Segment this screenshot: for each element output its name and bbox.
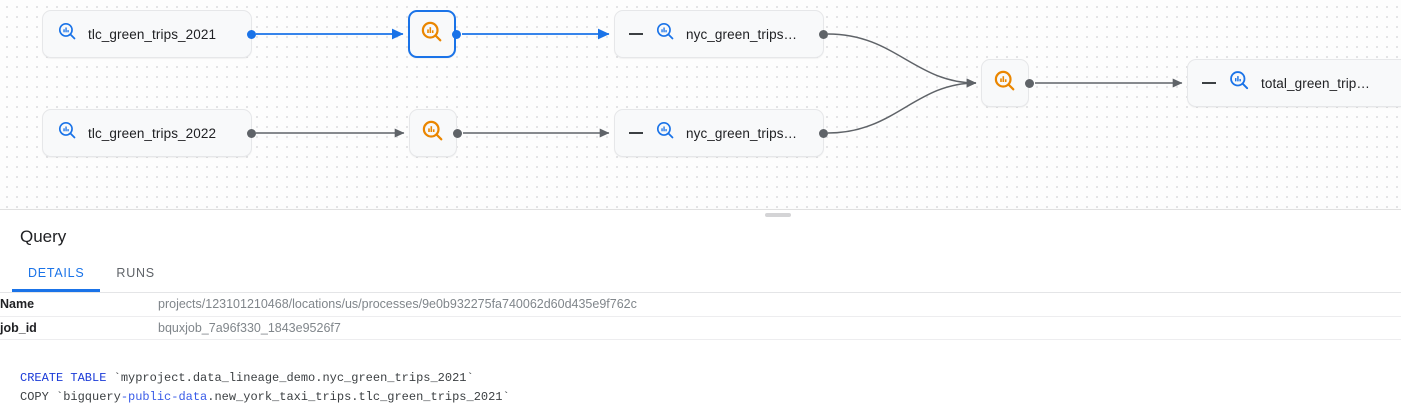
collapse-dash-icon bbox=[629, 132, 643, 134]
tab-runs[interactable]: RUNS bbox=[116, 266, 155, 280]
table-search-icon bbox=[655, 21, 676, 47]
lineage-node-label: nyc_green_trips… bbox=[686, 26, 798, 42]
edge-nyc1-to-process3 bbox=[827, 33, 977, 88]
lineage-node-label: nyc_green_trips… bbox=[686, 125, 798, 141]
tab-details[interactable]: DETAILS bbox=[12, 260, 101, 292]
lineage-node-label: tlc_green_trips_2022 bbox=[88, 125, 217, 141]
node-output-port[interactable] bbox=[1025, 78, 1034, 88]
edge-nyc2-to-process3 bbox=[827, 78, 977, 134]
node-output-port[interactable] bbox=[247, 128, 256, 138]
sql-line2-prefix: COPY `bigquery bbox=[20, 389, 121, 404]
table-search-icon bbox=[57, 120, 78, 146]
collapse-dash-icon bbox=[1202, 82, 1216, 84]
table-row: job_id bquxjob_7a96f330_1843e9526f7 bbox=[0, 316, 1401, 340]
panel-resize-handle[interactable] bbox=[765, 213, 791, 217]
lineage-canvas[interactable]: tlc_green_trips_2021 bbox=[0, 0, 1401, 209]
detail-value-name: projects/123101210468/locations/us/proce… bbox=[158, 293, 1401, 317]
sql-line2-rest: .new_york_taxi_trips.tlc_green_trips_202… bbox=[207, 389, 510, 404]
lineage-edges bbox=[256, 28, 1183, 138]
sql-line2-highlight: -public-data bbox=[120, 389, 208, 404]
table-search-icon bbox=[1228, 69, 1251, 97]
lineage-node-nyc-green-trips-2022[interactable]: nyc_green_trips… bbox=[614, 109, 824, 157]
lineage-node-tlc-green-trips-2022[interactable]: tlc_green_trips_2022 bbox=[42, 109, 252, 157]
lineage-node-process-3[interactable] bbox=[981, 59, 1029, 107]
sql-keyword-create-table: CREATE TABLE bbox=[20, 370, 107, 385]
lineage-node-tlc-green-trips-2021[interactable]: tlc_green_trips_2021 bbox=[42, 10, 252, 58]
sql-line1-rest: `myproject.data_lineage_demo.nyc_green_t… bbox=[106, 370, 474, 385]
table-search-icon bbox=[655, 120, 676, 146]
lineage-node-label: tlc_green_trips_2021 bbox=[88, 26, 217, 42]
sql-code-block: CREATE TABLE `myproject.data_lineage_dem… bbox=[0, 363, 1401, 407]
node-output-port[interactable] bbox=[453, 128, 462, 138]
lineage-node-nyc-green-trips-2021[interactable]: nyc_green_trips… bbox=[614, 10, 824, 58]
detail-value-job-id: bquxjob_7a96f330_1843e9526f7 bbox=[158, 316, 1401, 340]
lineage-node-total-green-trips[interactable]: total_green_trip… bbox=[1187, 59, 1401, 107]
collapse-dash-icon bbox=[629, 33, 643, 35]
node-output-port[interactable] bbox=[247, 29, 256, 39]
lineage-node-process-selected[interactable] bbox=[408, 10, 456, 58]
detail-key-name: Name bbox=[0, 293, 158, 317]
node-output-port[interactable] bbox=[819, 29, 828, 39]
details-panel: Query DETAILS RUNS Name projects/1231012… bbox=[0, 209, 1401, 417]
lineage-node-process-2[interactable] bbox=[409, 109, 457, 157]
detail-key-job-id: job_id bbox=[0, 316, 158, 340]
node-output-port[interactable] bbox=[819, 128, 828, 138]
table-search-icon bbox=[57, 21, 78, 47]
details-table: Name projects/123101210468/locations/us/… bbox=[0, 293, 1401, 340]
panel-tabs: DETAILS RUNS bbox=[0, 260, 1401, 293]
node-output-port[interactable] bbox=[452, 29, 461, 39]
panel-title: Query bbox=[20, 227, 67, 246]
process-search-icon bbox=[421, 119, 445, 148]
table-row: Name projects/123101210468/locations/us/… bbox=[0, 293, 1401, 317]
process-search-icon bbox=[993, 69, 1017, 98]
process-search-icon bbox=[420, 20, 444, 49]
lineage-node-label: total_green_trip… bbox=[1261, 75, 1371, 91]
